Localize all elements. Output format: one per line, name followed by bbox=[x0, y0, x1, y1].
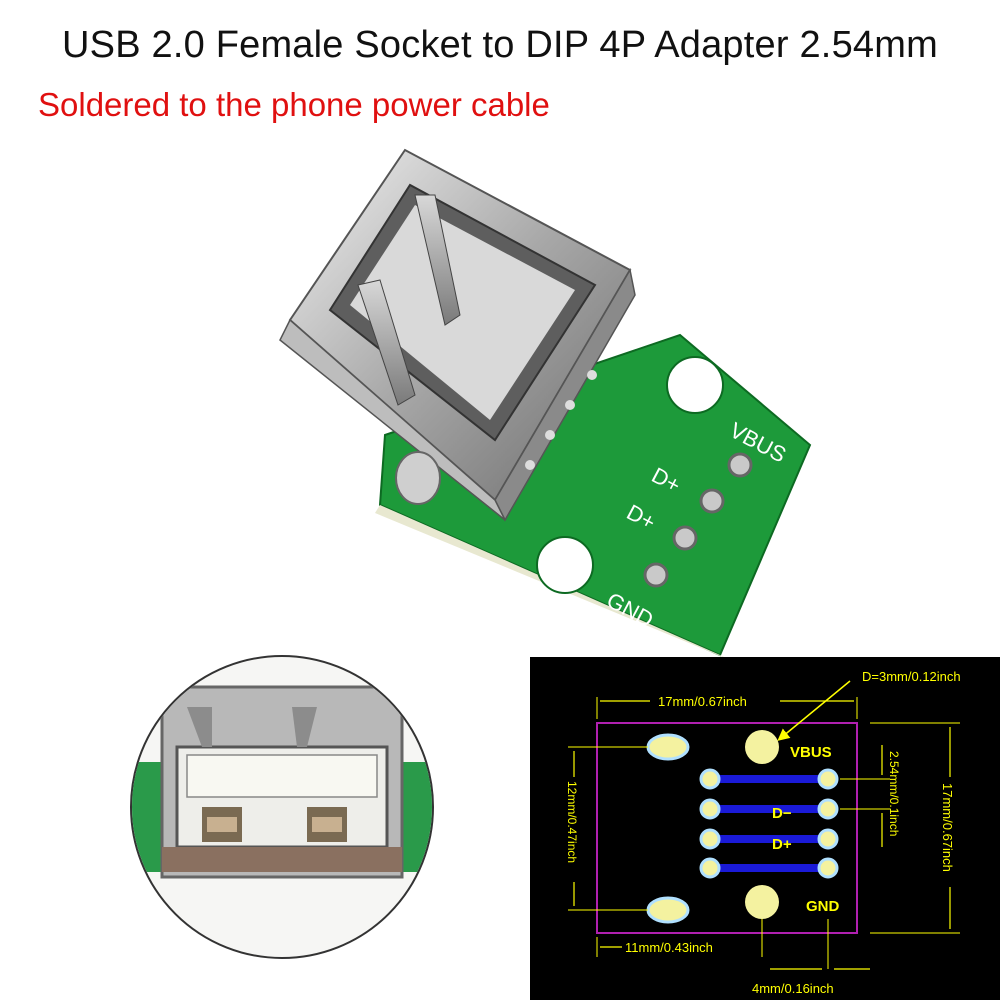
mounting-hole-bottom bbox=[536, 536, 594, 594]
pin-label-vbus: VBUS bbox=[790, 744, 832, 761]
dimension-schematic: VBUS D− D+ GND D=3mm/0.12inch 17mm/0.67i… bbox=[530, 657, 1000, 1000]
connector-closeup bbox=[130, 655, 434, 959]
product-photo: VBUS D+ D+ GND bbox=[250, 135, 830, 660]
mounting-hole-top bbox=[666, 356, 724, 414]
dim-hole-spacing: 12mm/0.47inch bbox=[565, 781, 579, 863]
page-title: USB 2.0 Female Socket to DIP 4P Adapter … bbox=[62, 24, 938, 66]
adapter-illustration: VBUS D+ D+ GND bbox=[279, 148, 812, 660]
page-subtitle: Soldered to the phone power cable bbox=[38, 86, 550, 123]
dip-pin bbox=[643, 562, 669, 588]
dim-hole-offset: 11mm/0.43inch bbox=[625, 940, 713, 955]
dim-edge-offset: 4mm/0.16inch bbox=[752, 981, 834, 996]
dim-board-width: 17mm/0.67inch bbox=[658, 694, 747, 709]
dim-board-height: 17mm/0.67inch bbox=[940, 783, 955, 872]
dip-pin bbox=[672, 525, 698, 551]
board-outline bbox=[596, 722, 858, 934]
dip-pin bbox=[699, 488, 725, 514]
pin-label-dminus: D− bbox=[772, 805, 792, 822]
pin-label-dplus: D+ bbox=[772, 836, 792, 853]
dip-pin bbox=[727, 452, 753, 478]
pin-label-gnd: GND bbox=[806, 898, 840, 915]
dim-pin-pitch: 2.54mm/0.1inch bbox=[887, 751, 901, 836]
dim-hole-diameter: D=3mm/0.12inch bbox=[862, 669, 961, 684]
